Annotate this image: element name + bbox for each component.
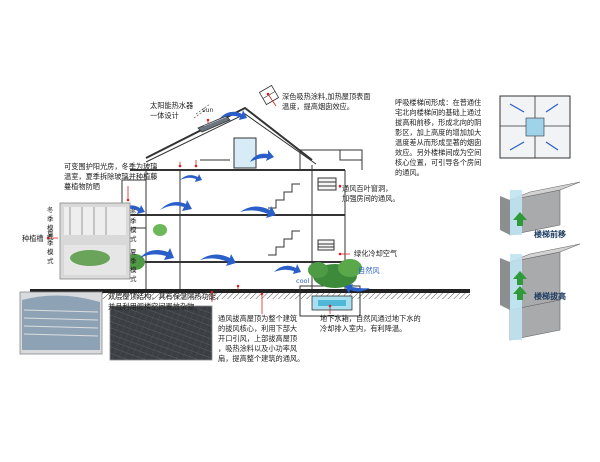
building-section	[121, 106, 363, 289]
stairwell-breathing-label: 呼吸楼梯间形成：在普通住 宅北向楼梯间的基础上通过 拔高和前移，形成北向的阴 影…	[395, 98, 482, 177]
solar-heater-label: 太阳能热水器 一体设计	[150, 101, 194, 120]
greening-plants	[125, 224, 362, 288]
roof-tiles-photo	[109, 305, 213, 361]
green-arrow-icon	[513, 212, 527, 300]
planter-trough-label: 种植槽	[22, 234, 44, 243]
sun-label: sun	[202, 106, 214, 114]
underground-water-tank	[311, 295, 353, 311]
roof-coating-label: 深色吸热涂料,加热屋顶表面 温度，提高烟囱效应。	[282, 92, 371, 111]
winter-mode-2-label: 冬 季 模 式	[130, 208, 137, 243]
greening-cooling-label: 绿化冷却空气	[354, 249, 398, 258]
double-roof-photo	[19, 291, 103, 355]
sunroom-photo	[59, 202, 131, 280]
stair-raise-label: 楼梯拔高	[534, 292, 566, 301]
winter-mode-1-label: 冬 季 模 式	[47, 206, 54, 241]
sunroom-label: 可变围护阳光房，冬季为玻璃 温室，夏季拆除玻璃并种植藤 蔓植物防晒	[64, 162, 158, 191]
ventilation-bar-label: 通风拔高屋顶为整个建筑 的拔风核心，利用下部大 开口引风，上部拔高屋顶 ，吸热涂…	[218, 314, 305, 363]
blue-wind-arrow-icon	[120, 110, 370, 294]
underground-water-label: 地下水箱，自然风通过地下水的 冷却排入室内，有利降温。	[320, 314, 421, 333]
solar-water-heater	[197, 115, 231, 133]
summer-mode-2-label: 夏 季 模 式	[130, 248, 137, 283]
summer-mode-1-label: 夏 季 模 式	[47, 230, 54, 265]
sun-icon	[193, 103, 211, 119]
stair-forward-diagram	[500, 181, 581, 236]
louver-window-label: 通风百叶窗洞， 加强房间的通风。	[342, 184, 400, 203]
pointer-lines	[46, 92, 350, 314]
double-roof-label: 双层屋顶结构，具有保温隔热功能， 并且利用阁楼空间置放杂物。	[108, 292, 224, 311]
cool-label: cool	[296, 277, 310, 285]
ground	[30, 285, 470, 317]
stair-floor-plan	[499, 95, 571, 159]
natural-wind-label: 自然风	[358, 266, 380, 275]
stair-forward-label: 楼梯前移	[534, 230, 566, 239]
